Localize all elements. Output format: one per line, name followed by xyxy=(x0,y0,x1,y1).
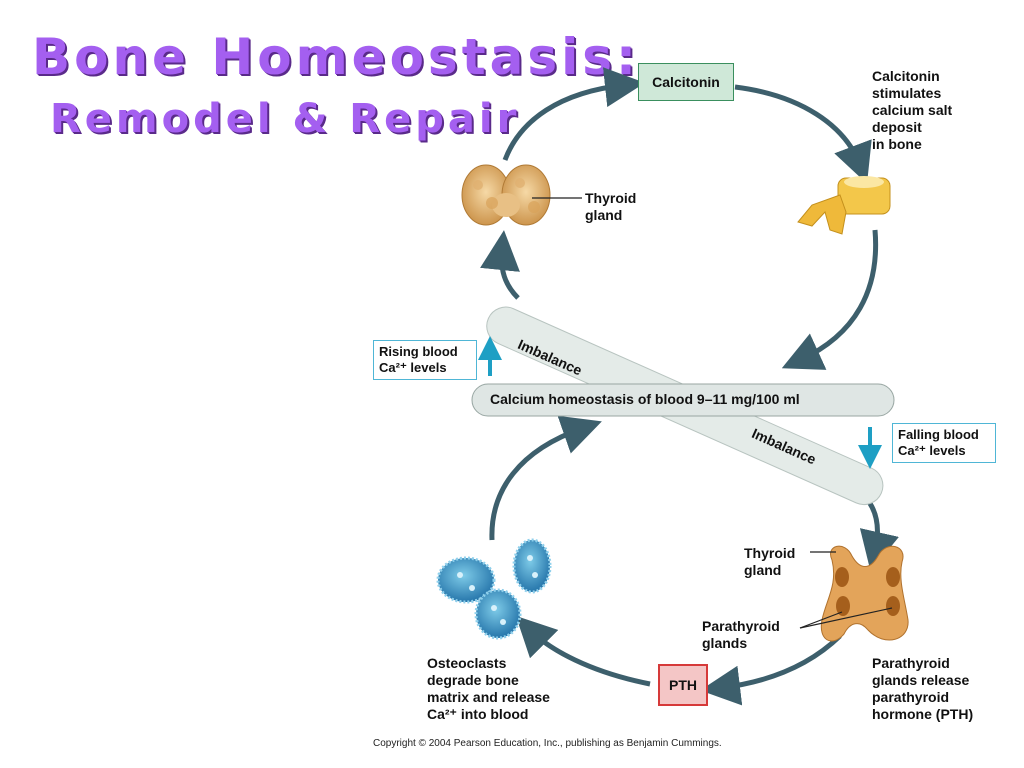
rising-blood-box: Rising blood Ca²⁺ levels xyxy=(373,340,477,380)
pth-effect-text: Parathyroid glands release parathyroid h… xyxy=(872,655,974,722)
calcitonin-effect-text: Calcitonin stimulates calcium salt depos… xyxy=(872,68,953,152)
arrow-parathyroid-to-pth xyxy=(700,634,842,706)
pth-box: PTH xyxy=(658,664,708,706)
calcitonin-box: Calcitonin xyxy=(638,63,734,101)
parathyroid-leader-2 xyxy=(799,607,893,629)
falling-blood-box: Falling blood Ca²⁺ levels xyxy=(892,423,996,463)
thyroid-label-bottom: Thyroid gland xyxy=(744,545,796,578)
slide-title: Bone Homeostasis: xyxy=(32,28,640,86)
copyright-text: Copyright © 2004 Pearson Education, Inc.… xyxy=(373,738,722,749)
arrow-osteoclasts-to-homeostasis xyxy=(489,415,602,541)
arrow-falling-to-parathyroid xyxy=(859,496,899,572)
parathyroid-label: Parathyroid glands xyxy=(702,618,780,651)
bone-icon xyxy=(797,176,891,235)
arrow-pth-to-osteoclasts xyxy=(515,615,651,687)
thyroid-label-top: Thyroid gland xyxy=(585,190,637,223)
slide-subtitle: Remodel & Repair xyxy=(50,96,521,142)
homeostasis-text: Calcium homeostasis of blood 9–11 mg/100… xyxy=(490,391,800,407)
osteoclast-effect-text: Osteoclasts degrade bone matrix and rele… xyxy=(427,655,550,722)
parathyroid-gland-icon xyxy=(820,545,909,642)
osteoclasts-icon xyxy=(436,538,552,640)
arrow-calcitonin-to-bone xyxy=(734,84,872,184)
thyroid-gland-icon xyxy=(461,164,551,226)
arrow-thyroid-to-calcitonin xyxy=(502,67,645,161)
parathyroid-leader-1 xyxy=(799,611,843,629)
arrow-bone-to-homeostasis xyxy=(781,229,879,370)
homeostasis-bar xyxy=(471,383,895,417)
arrow-rising-to-thyroid xyxy=(480,230,520,300)
